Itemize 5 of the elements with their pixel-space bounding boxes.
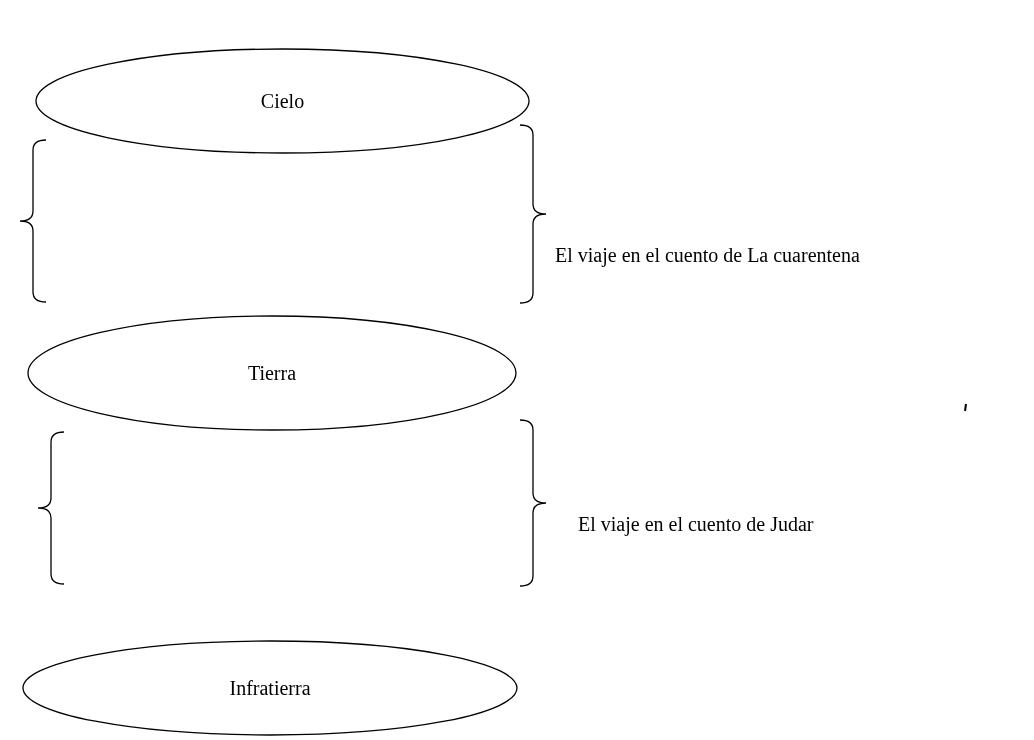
node-label: Cielo <box>260 89 305 114</box>
brace-label: El viaje en el cuento de Judar <box>578 512 814 538</box>
brace-label: El viaje en el cuento de La cuarentena <box>555 243 860 269</box>
node-label: Tierra <box>247 361 297 386</box>
node-label: Infratierra <box>229 676 311 701</box>
